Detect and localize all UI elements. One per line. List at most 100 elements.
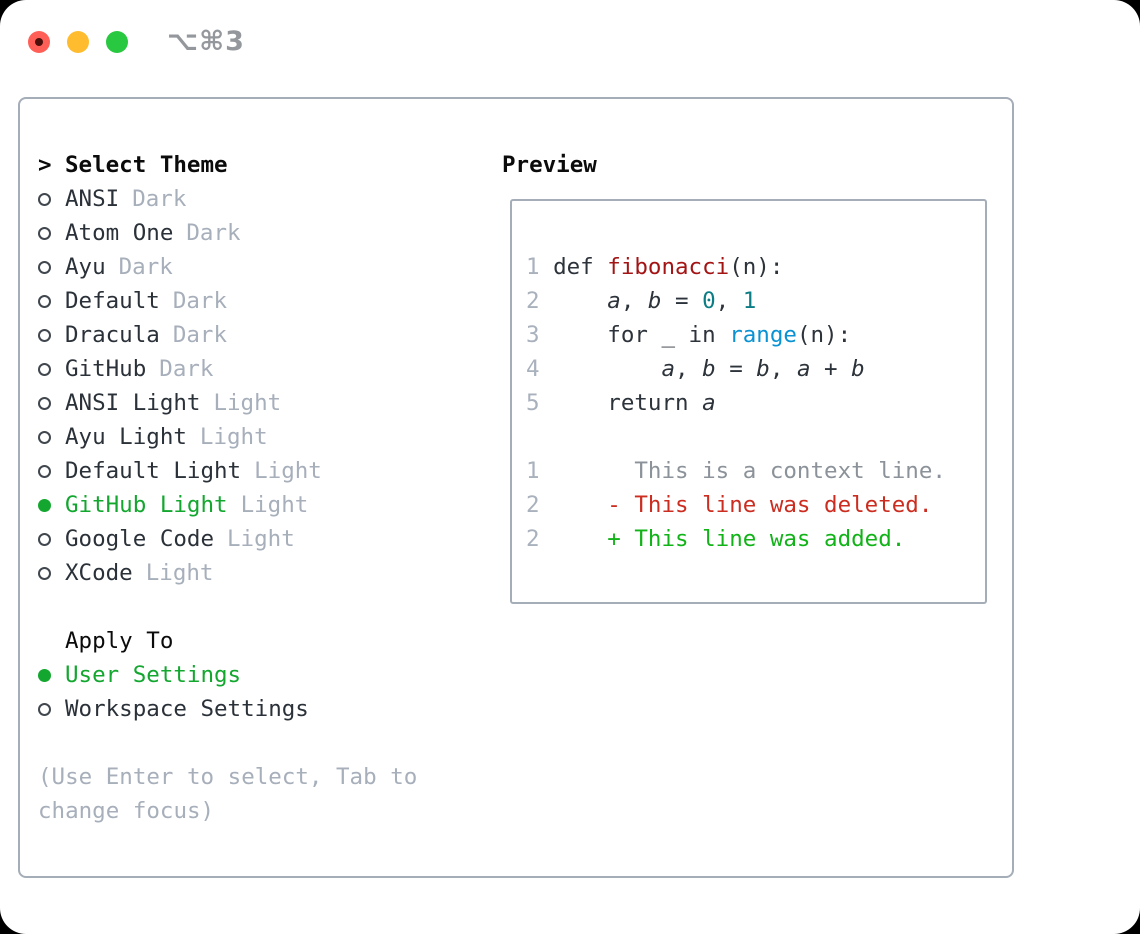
code-token-plain: return <box>553 390 703 416</box>
line-number: 1 <box>526 458 554 484</box>
line-number: 2 <box>526 526 554 552</box>
theme-name: Google Code <box>65 526 215 552</box>
theme-option-google-code[interactable]: Google Code Light <box>38 522 478 556</box>
code-token-builtin: range <box>729 322 797 348</box>
code-token-plain: , <box>620 288 648 314</box>
code-token-variable: b <box>851 356 865 382</box>
code-token-plain: + <box>810 356 852 382</box>
code-line: 5 return a <box>526 386 946 420</box>
line-number: 3 <box>526 322 554 348</box>
theme-variant-badge: Dark <box>159 356 214 382</box>
theme-option-github[interactable]: GitHub Dark <box>38 352 478 386</box>
radio-unselected-icon <box>38 396 51 410</box>
apply-to-title: Apply To <box>65 628 174 654</box>
spacer-row <box>38 590 478 624</box>
theme-name: XCode <box>65 560 133 586</box>
minimize-button[interactable] <box>67 30 89 53</box>
titlebar: ⌥⌘3 <box>28 26 245 57</box>
radio-unselected-icon <box>38 702 51 716</box>
spacer-row <box>38 726 478 760</box>
code-line: 4 a, b = b, a + b <box>526 352 946 386</box>
theme-variant-badge: Light <box>240 492 309 518</box>
code-line: 1 This is a context line. <box>526 454 946 488</box>
theme-name: Dracula <box>65 322 160 348</box>
line-number: 2 <box>526 288 554 314</box>
zoom-button[interactable] <box>106 30 128 53</box>
apply-option-workspace-settings[interactable]: Workspace Settings <box>38 692 478 726</box>
code-line: 2 + This line was added. <box>526 522 946 556</box>
code-token-plain: def <box>553 254 608 280</box>
theme-name: Default Light <box>65 458 242 484</box>
code-token-deleted: - This line was deleted. <box>553 492 933 518</box>
radio-unselected-icon <box>38 226 51 240</box>
radio-unselected-icon <box>38 464 51 478</box>
code-token-plain: = <box>715 356 757 382</box>
theme-option-atom-one[interactable]: Atom One Dark <box>38 216 478 250</box>
theme-name: GitHub <box>65 356 147 382</box>
radio-unselected-icon <box>38 192 51 206</box>
radio-selected-icon <box>38 668 51 682</box>
code-token-plain: , <box>675 356 703 382</box>
radio-unselected-icon <box>38 260 51 274</box>
radio-unselected-icon <box>38 362 51 376</box>
code-token-context: This is a context line. <box>553 458 946 484</box>
theme-option-ansi-light[interactable]: ANSI Light Light <box>38 386 478 420</box>
theme-name: ANSI Light <box>65 390 201 416</box>
theme-variant-badge: Light <box>254 458 322 484</box>
theme-variant-badge: Dark <box>172 322 228 348</box>
code-token-plain: = <box>661 288 703 314</box>
radio-unselected-icon <box>38 532 51 546</box>
code-token-added: + This line was added. <box>553 526 906 552</box>
theme-name: Default <box>65 288 160 314</box>
select-theme-title: Select Theme <box>65 152 228 178</box>
radio-selected-icon <box>38 498 51 512</box>
radio-unselected-icon <box>38 566 51 580</box>
line-number: 1 <box>526 254 554 280</box>
theme-variant-badge: Light <box>213 390 282 416</box>
theme-variant-badge: Light <box>145 560 214 586</box>
close-button[interactable] <box>28 30 50 53</box>
code-token-variable: a <box>607 288 621 314</box>
radio-unselected-icon <box>38 430 51 444</box>
theme-variant-badge: Dark <box>186 220 241 246</box>
apply-option-label: User Settings <box>65 662 242 688</box>
code-token-number: 0 <box>702 288 716 314</box>
theme-option-default[interactable]: Default Dark <box>38 284 478 318</box>
code-token-variable: b <box>647 288 662 314</box>
code-token-plain <box>553 288 607 314</box>
theme-variant-badge: Dark <box>118 254 173 280</box>
theme-option-xcode[interactable]: XCode Light <box>38 556 478 590</box>
code-token-plain: , <box>715 288 743 314</box>
close-button-dot-icon <box>35 37 43 46</box>
code-token-variable: a <box>796 356 811 382</box>
help-text-line-1: (Use Enter to select, Tab to <box>38 764 418 790</box>
line-number: 2 <box>526 492 554 518</box>
apply-option-user-settings[interactable]: User Settings <box>38 658 478 692</box>
theme-variant-badge: Light <box>227 526 295 552</box>
theme-variant-badge: Light <box>199 424 268 450</box>
code-token-plain: , <box>769 356 797 382</box>
apply-option-label: Workspace Settings <box>65 696 309 722</box>
prompt-caret: > <box>38 152 52 178</box>
code-token-variable: b <box>702 356 716 382</box>
code-line <box>526 420 946 454</box>
code-token-variable: a <box>661 356 676 382</box>
line-number: 5 <box>526 390 554 416</box>
radio-unselected-icon <box>38 294 51 308</box>
theme-variant-badge: Dark <box>172 288 228 314</box>
code-token-plain: (n): <box>729 254 784 280</box>
theme-name: Atom One <box>65 220 174 246</box>
theme-option-dracula[interactable]: Dracula Dark <box>38 318 478 352</box>
theme-option-default-light[interactable]: Default Light Light <box>38 454 478 488</box>
code-token-plain: (n): <box>796 322 852 348</box>
